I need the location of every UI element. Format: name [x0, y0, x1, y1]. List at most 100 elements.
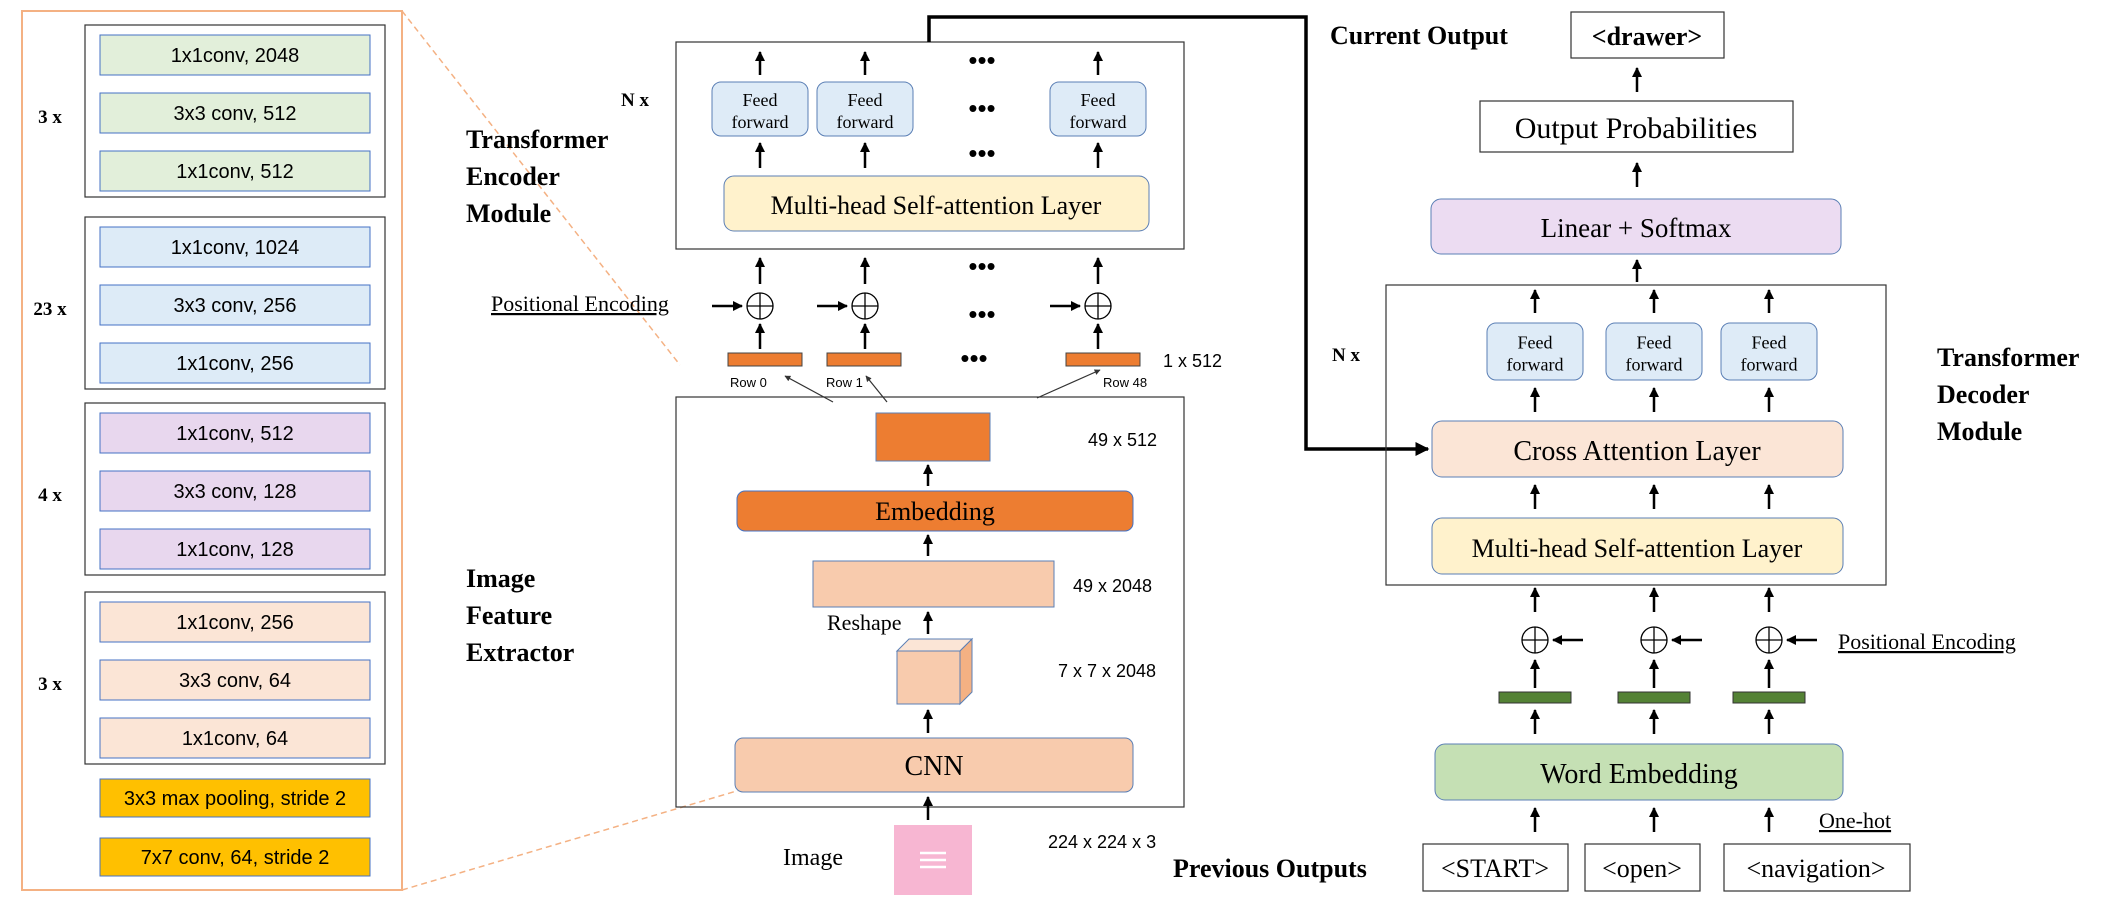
decoder-positional-label: Positional Encoding [1838, 629, 2016, 654]
embedding-block [736, 490, 1134, 532]
decoder-feed-forward-0-label-2: forward [1507, 355, 1564, 375]
word-embedding-label: Word Embedding [1540, 759, 1738, 790]
previous-outputs-label: Previous Outputs [1173, 854, 1367, 883]
resnet-layer-label-0-0: 1x1conv, 2048 [171, 45, 300, 67]
resnet-layer-label-1-2: 1x1conv, 256 [176, 353, 294, 375]
row48-pointer [1036, 369, 1101, 399]
encoder-self-attention [723, 175, 1150, 232]
encoder-plus-ellipsis-mid: ••• [968, 299, 995, 329]
encoder-feed-forward-2-label-2: forward [1070, 112, 1127, 132]
encoder-feed-forward-1-label-1: Feed [848, 90, 883, 110]
token-open: <open> [1602, 854, 1682, 883]
encoder-feedforward-row: FeedforwardFeedforwardFeedforward•••••••… [711, 45, 1147, 168]
encoder-plus-ellipsis-top: ••• [968, 251, 995, 281]
feature-map-block [875, 412, 991, 462]
encoder-feed-forward-2-label-1: Feed [1081, 90, 1116, 110]
image-icon [920, 851, 946, 869]
encoder-ff-ellipsis-top: ••• [968, 45, 995, 75]
dim-49x512: 49 x 512 [1088, 430, 1157, 450]
resnet-repeat-1: 23 x [33, 299, 67, 320]
decoder-feed-forward-0-label-1: Feed [1518, 333, 1553, 353]
dim-7x7x2048: 7 x 7 x 2048 [1058, 661, 1156, 681]
resnet-layer-1-2 [99, 342, 371, 384]
decoder-feed-forward-1-label-2: forward [1626, 355, 1683, 375]
word-embedding-block [1434, 743, 1844, 801]
cube-top [895, 638, 974, 652]
encoder-feed-forward-0 [711, 81, 809, 137]
image-label: Image [783, 845, 843, 871]
extractor-title-2: Feature [466, 601, 552, 630]
encoder-title-2: Encoder [466, 162, 560, 191]
embedding-label: Embedding [875, 497, 995, 526]
resnet-layer-2-2 [99, 528, 371, 570]
resnet-layer-1-1 [99, 284, 371, 326]
resnet-layer-label-3-1: 3x3 conv, 64 [179, 670, 291, 692]
extractor-title-1: Image [466, 564, 535, 593]
resnet-layer-label-0-2: 1x1conv, 512 [176, 161, 294, 183]
decoder-feed-forward-2-label-2: forward [1741, 355, 1798, 375]
resnet-block-1 [84, 216, 386, 390]
row-ellipsis: ••• [960, 343, 987, 373]
resnet-layer-3-1 [99, 659, 371, 701]
cross-attention-block [1431, 420, 1844, 478]
resnet-layer-2-1 [99, 470, 371, 512]
decoder-feed-forward-1-label-1: Feed [1637, 333, 1672, 353]
linear-softmax-block [1430, 198, 1842, 255]
current-output-token: <drawer> [1592, 22, 1703, 51]
encoder-title-1: Transformer [466, 125, 608, 154]
cnn-label: CNN [904, 751, 963, 782]
resnet-layer-label-2-0: 1x1conv, 512 [176, 423, 294, 445]
resnet-block-3 [84, 591, 386, 765]
resnet-layer-label-2-2: 1x1conv, 128 [176, 539, 294, 561]
output-probabilities-label: Output Probabilities [1515, 112, 1758, 145]
resnet-layer-label-1-1: 3x3 conv, 256 [173, 295, 296, 317]
resnet-repeat-2: 4 x [38, 485, 62, 506]
decoder-plus-ops [1498, 587, 1817, 832]
resnet-layer-1-0 [99, 226, 371, 268]
dim-49x2048: 49 x 2048 [1073, 576, 1152, 596]
decoder-nx: N x [1332, 345, 1360, 366]
encoder-feed-forward-1 [816, 81, 914, 137]
cross-attention-label: Cross Attention Layer [1513, 436, 1761, 467]
decoder-feed-forward-2 [1720, 322, 1818, 381]
token-start: <START> [1441, 854, 1549, 883]
resnet-layer-label-2-1: 3x3 conv, 128 [173, 481, 296, 503]
conv7-layer [99, 837, 371, 877]
dim-1x512: 1 x 512 [1163, 351, 1222, 371]
decoder-word-vector-1 [1617, 691, 1691, 704]
zoom-line-bottom [401, 789, 741, 891]
decoder-feed-forward-0 [1486, 322, 1584, 381]
token-navigation-box [1723, 843, 1911, 892]
token-open-box [1584, 843, 1701, 892]
encoder-feed-forward-0-label-2: forward [732, 112, 789, 132]
decoder-box [1385, 284, 1887, 586]
resnet-block-0 [84, 24, 386, 198]
output-probabilities-box [1479, 100, 1794, 153]
resnet-layer-0-1 [99, 92, 371, 134]
resnet-groups: 3 x 1x1conv, 2048 3x3 conv, 512 1x1conv, 51… [33, 24, 386, 765]
resnet-layer-label-1-0: 1x1conv, 1024 [171, 237, 300, 259]
encoder-to-cross-connector [927, 15, 1430, 456]
cnn-block [734, 737, 1134, 793]
resnet-layer-3-0 [99, 601, 371, 643]
resnet-repeat-3: 3 x [38, 674, 62, 695]
decoder-word-vector-2 [1732, 691, 1806, 704]
resnet-layer-label-3-0: 1x1conv, 256 [176, 612, 294, 634]
decoder-self-attention-label: Multi-head Self-attention Layer [1472, 534, 1803, 563]
encoder-positional-label: Positional Encoding [491, 291, 669, 316]
current-output-label: Current Output [1330, 21, 1508, 50]
decoder-feed-forward-1 [1605, 322, 1703, 381]
current-output-box [1570, 11, 1725, 59]
row-vector-1 [826, 352, 902, 367]
row-vector-0 [727, 352, 803, 367]
decoder-word-vector-0 [1498, 691, 1572, 704]
resnet-layer-label-0-1: 3x3 conv, 512 [173, 103, 296, 125]
resnet-layer-0-2 [99, 150, 371, 192]
resnet-block-2 [84, 402, 386, 576]
decoder-feed-forward-2-label-1: Feed [1752, 333, 1787, 353]
conv7-label: 7x7 conv, 64, stride 2 [141, 847, 330, 869]
encoder-nx: N x [621, 90, 649, 111]
